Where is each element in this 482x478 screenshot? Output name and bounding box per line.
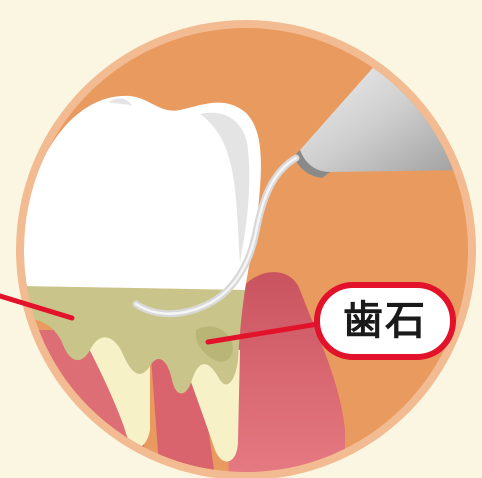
tartar-label-text: 歯石 xyxy=(343,301,427,341)
tartar-label: 歯石 xyxy=(314,282,456,360)
